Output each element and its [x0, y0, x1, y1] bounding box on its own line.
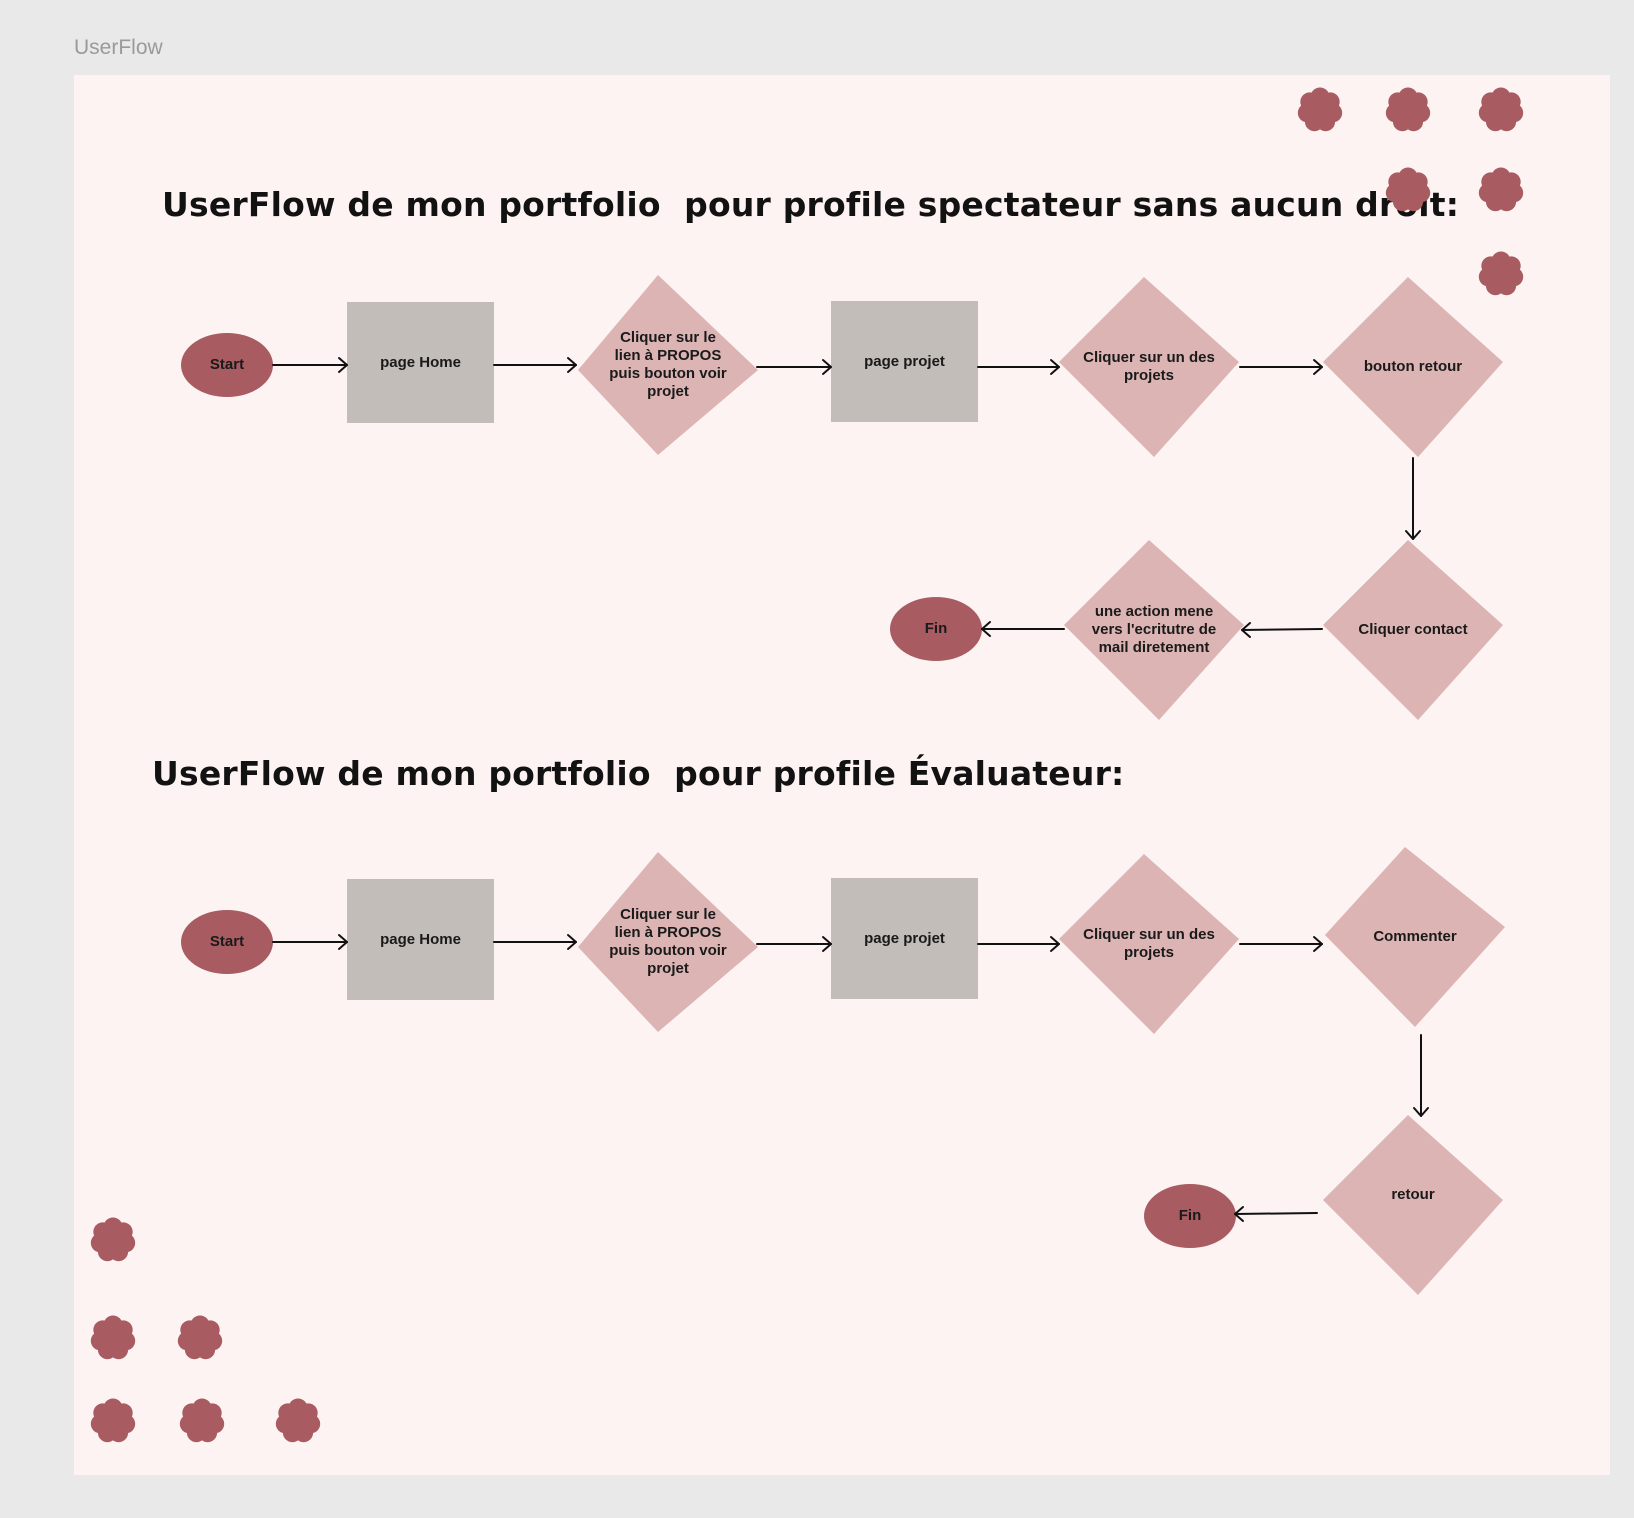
arrow-mail-to-end	[981, 621, 1065, 637]
flow1-title: UserFlow de mon portfolio pour profile s…	[162, 185, 1460, 224]
arrow-about-to-project-page-2	[756, 936, 832, 952]
node-label: Cliquer sur un des projets	[1083, 926, 1215, 961]
arrow-back-to-contact	[1405, 457, 1421, 540]
flower-icon	[89, 1216, 137, 1264]
arrow-home-to-about	[493, 357, 577, 373]
node-label: bouton retour	[1363, 358, 1463, 375]
diamond-shape	[1059, 854, 1239, 1034]
node-label: Start	[209, 356, 245, 373]
flower-icon	[176, 1314, 224, 1362]
flow2-home-node: page Home	[347, 879, 494, 1000]
node-label: Start	[209, 933, 245, 950]
flow1-home-node: page Home	[347, 302, 494, 423]
flower-icon	[1477, 86, 1525, 134]
diamond-shape	[1323, 540, 1503, 720]
flow1-back-decision: bouton retour	[1323, 277, 1503, 457]
flow2-end-node: Fin	[1144, 1184, 1236, 1248]
arrow-contact-to-mail	[1241, 622, 1323, 638]
node-label: Commenter	[1373, 928, 1457, 945]
node-label: page projet	[864, 929, 945, 947]
diamond-shape	[1323, 277, 1503, 457]
flower-icon	[89, 1397, 137, 1445]
arrow-home-to-about-2	[493, 934, 577, 950]
diamond-shape	[578, 275, 758, 455]
flower-icon	[89, 1314, 137, 1362]
frame-label: UserFlow	[74, 36, 163, 59]
flow1-contact-decision: Cliquer contact	[1323, 540, 1503, 720]
flow1-about-decision: Cliquer sur le lien à PROPOS puis bouton…	[578, 275, 758, 455]
node-label: Cliquer sur le lien à PROPOS puis bouton…	[609, 329, 727, 400]
flow2-back-decision: retour	[1323, 1115, 1503, 1295]
diamond-shape	[1325, 847, 1505, 1027]
flow2-project-page-node: page projet	[831, 878, 978, 999]
node-label: une action mene vers l'ecritutre de mail…	[1091, 603, 1217, 656]
diagram-canvas: UserFlow de mon portfolio pour profile s…	[74, 75, 1610, 1475]
flow2-start-node: Start	[181, 910, 273, 974]
node-label: retour	[1391, 1186, 1435, 1203]
flow2-comment-decision: Commenter	[1325, 847, 1505, 1027]
flower-icon	[1384, 166, 1432, 214]
diamond-shape	[1064, 540, 1244, 720]
flow2-click-project-decision: Cliquer sur un des projets	[1059, 854, 1239, 1034]
arrow-project-page-to-click-project	[977, 359, 1060, 375]
diamond-shape	[578, 852, 758, 1032]
node-label: Cliquer contact	[1358, 621, 1468, 638]
arrow-about-to-project-page	[756, 359, 832, 375]
node-label: Fin	[1178, 1207, 1202, 1224]
node-label: Cliquer sur un des projets	[1083, 349, 1215, 384]
arrow-start-to-home-2	[272, 934, 348, 950]
arrow-comment-to-back	[1413, 1034, 1429, 1117]
flower-icon	[274, 1397, 322, 1445]
flow1-click-project-decision: Cliquer sur un des projets	[1059, 277, 1239, 457]
flower-icon	[178, 1397, 226, 1445]
node-label: Fin	[924, 620, 948, 637]
arrow-click-project-to-back	[1239, 359, 1323, 375]
arrow-click-project-to-comment	[1239, 936, 1323, 952]
node-label: page Home	[380, 353, 461, 371]
flow1-mail-decision: une action mene vers l'ecritutre de mail…	[1064, 540, 1244, 720]
flow1-project-page-node: page projet	[831, 301, 978, 422]
arrow-back-to-end	[1234, 1206, 1318, 1222]
node-label: Cliquer sur le lien à PROPOS puis bouton…	[609, 906, 727, 977]
flow2-title: UserFlow de mon portfolio pour profile É…	[152, 754, 1125, 793]
flow1-end-node: Fin	[890, 597, 982, 661]
node-label: page Home	[380, 930, 461, 948]
flower-icon	[1296, 86, 1344, 134]
flower-icon	[1384, 86, 1432, 134]
flow1-start-node: Start	[181, 333, 273, 397]
flow2-about-decision: Cliquer sur le lien à PROPOS puis bouton…	[578, 852, 758, 1032]
arrow-project-page-to-click-project-2	[977, 936, 1060, 952]
node-label: page projet	[864, 352, 945, 370]
diamond-shape	[1323, 1115, 1503, 1295]
flower-icon	[1477, 166, 1525, 214]
arrow-start-to-home	[272, 357, 348, 373]
flower-icon	[1477, 250, 1525, 298]
diamond-shape	[1059, 277, 1239, 457]
